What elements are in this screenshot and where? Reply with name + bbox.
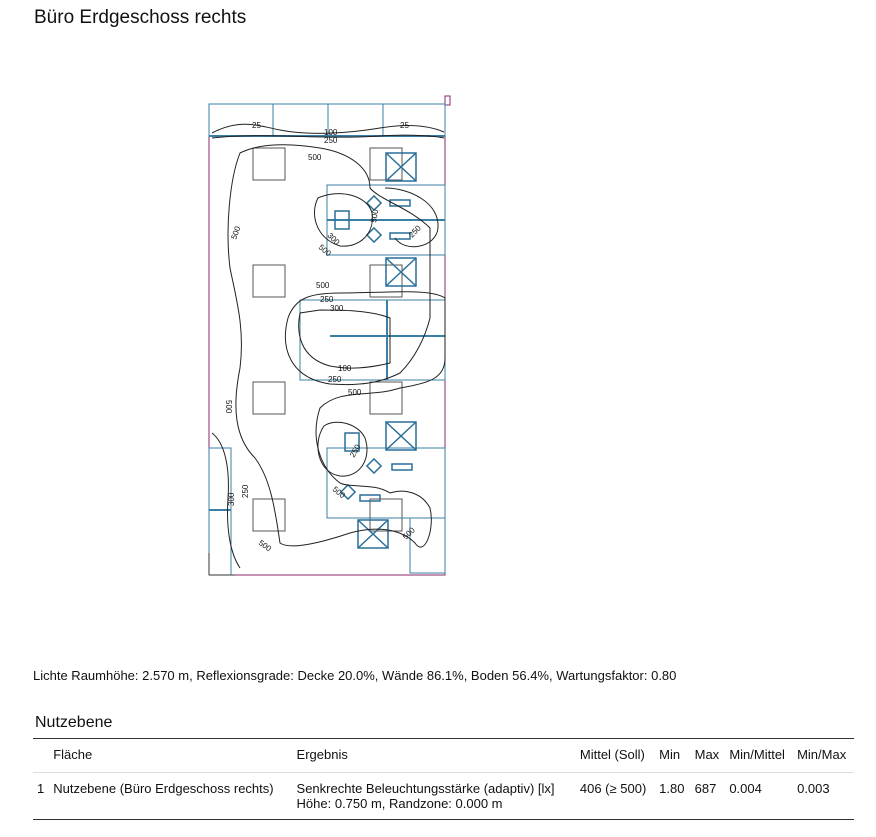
contour-label: 300 [330,304,344,313]
columns [252,147,403,532]
cell-index: 1 [33,772,50,820]
contour-labels: 25 100 250 25 500 500 300 500 500 250 25… [224,121,423,554]
contour-label: 500 [331,485,347,501]
col-min-max: Min/Max [793,738,854,773]
contour-label: 500 [348,388,362,397]
contour-label: 500 [369,208,380,223]
contour-label: 500 [401,525,417,541]
cell-flaeche: Nutzebene (Büro Erdgeschoss rechts) [49,772,293,820]
contour-label: 250 [324,136,338,145]
col-max: Max [690,738,726,773]
results-table: Fläche Ergebnis Mittel (Soll) Min Max Mi… [33,738,854,820]
col-min: Min [655,738,691,773]
room-parameters: Lichte Raumhöhe: 2.570 m, Reflexionsgrad… [33,668,677,683]
contour-label: 500 [316,281,330,290]
room-marker [444,95,451,106]
page-title: Büro Erdgeschoss rechts [34,7,247,28]
contour-label: 25 [252,121,261,130]
floor-plan: 25 100 250 25 500 500 300 500 500 250 25… [208,95,451,576]
col-mittel: Mittel (Soll) [575,738,656,773]
contour-label: 500 [257,538,274,553]
contour-label: 25 [400,121,409,130]
contour-label: 500 [317,243,333,259]
isolux-contours [211,123,446,569]
chairs [334,152,417,549]
axis-marker [208,553,235,576]
contour-label: 250 [320,295,334,304]
contour-label: 300 [326,231,342,247]
desk-blocks [208,184,446,576]
cell-ergebnis: Senkrechte Beleuchtungsstärke (adaptiv) … [292,772,576,820]
contour-label: 300 [227,492,236,506]
contour-label: 100 [324,128,338,137]
contour-label: 250 [241,484,250,498]
cell-mittel: 406 (≥ 500) [575,772,656,820]
table-header-row: Fläche Ergebnis Mittel (Soll) Min Max Mi… [33,738,854,773]
ergebnis-main: Senkrechte Beleuchtungsstärke (adaptiv) … [296,781,555,796]
cell-min: 1.80 [655,772,691,820]
col-flaeche: Fläche [49,738,293,773]
section-title: Nutzebene [35,714,113,731]
contour-label: 500 [308,153,322,162]
contour-label: 250 [328,375,342,384]
cell-min-max: 0.003 [793,772,854,820]
cell-max: 687 [690,772,726,820]
contour-label: 500 [229,225,242,241]
col-min-mittel: Min/Mittel [725,738,794,773]
col-ergebnis: Ergebnis [292,738,576,773]
table-row: 1 Nutzebene (Büro Erdgeschoss rechts) Se… [33,772,854,820]
ergebnis-sub: Höhe: 0.750 m, Randzone: 0.000 m [296,796,503,811]
contour-label: 500 [224,400,233,414]
col-index [33,738,50,773]
contour-label: 100 [338,364,352,373]
contour-label: 250 [348,442,363,459]
cell-min-mittel: 0.004 [725,772,794,820]
